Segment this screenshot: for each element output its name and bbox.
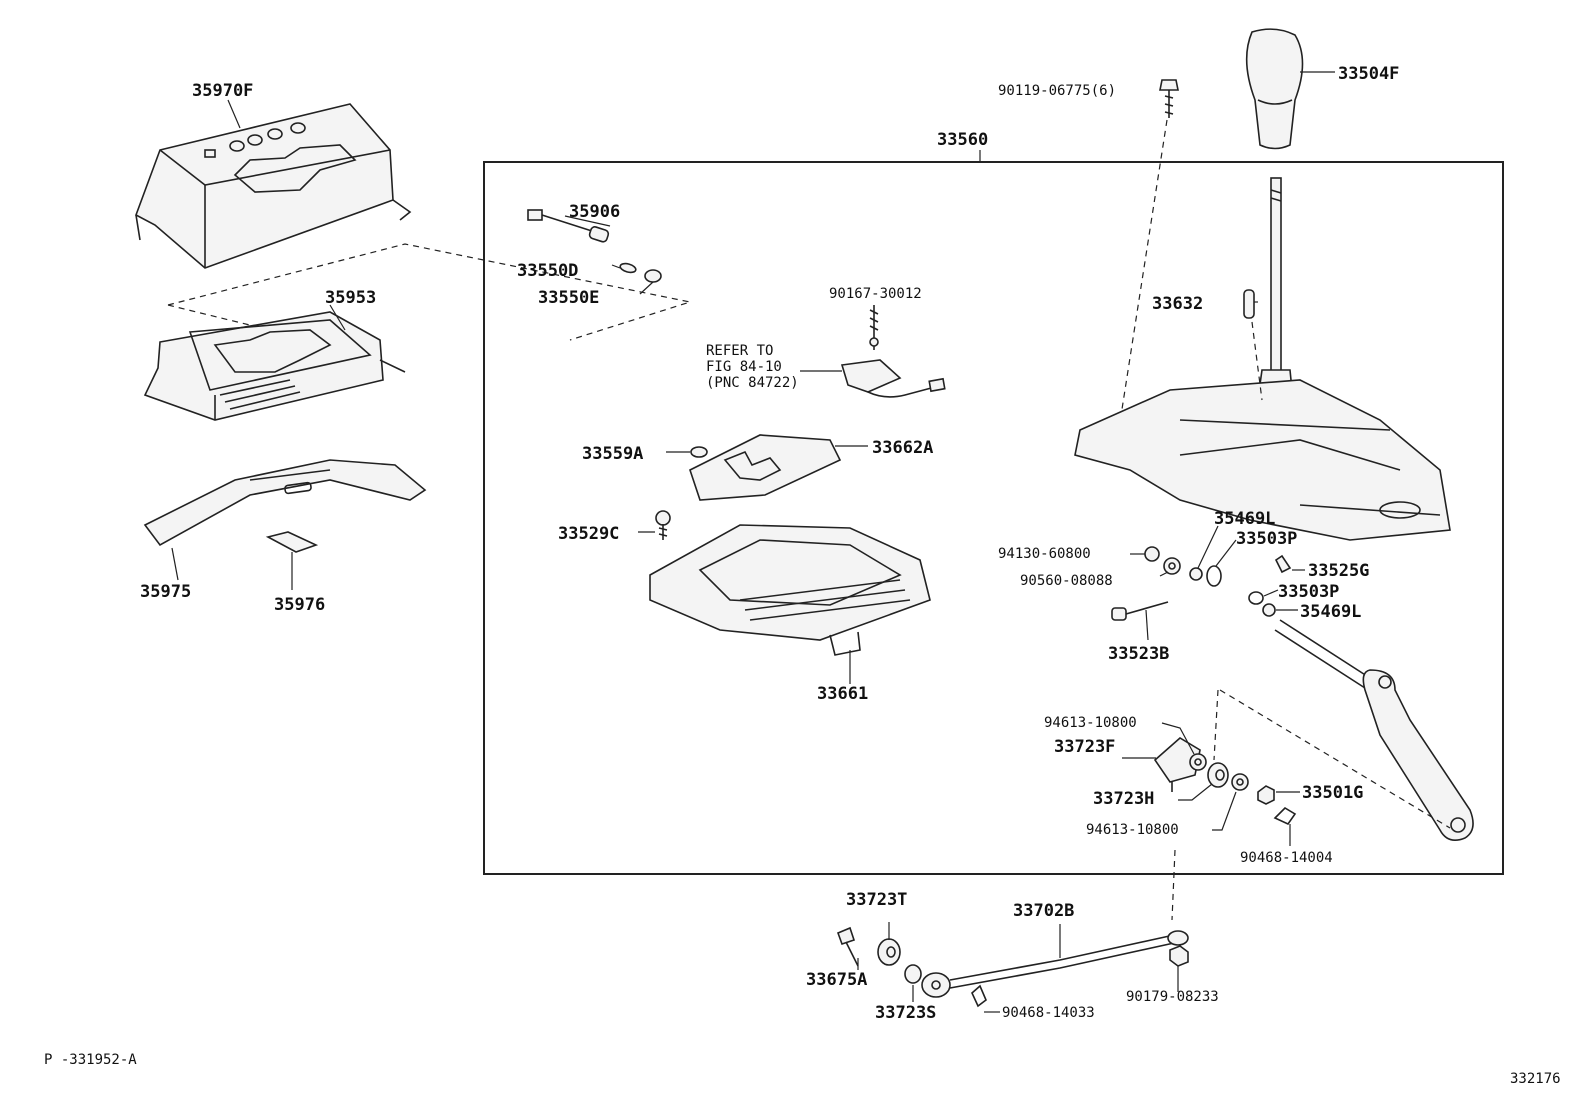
label-90179: 90179-08233 [1126, 989, 1219, 1005]
label-33723T: 33723T [846, 890, 907, 910]
part-33523B-pin [1111, 601, 1169, 641]
part-33503P-upper-ring [1206, 539, 1237, 587]
label-90167: 90167-30012 [829, 286, 922, 302]
part-33662A-gate-plate [689, 434, 868, 501]
label-33560: 33560 [937, 130, 988, 150]
label-94613-upper: 94613-10800 [1044, 715, 1137, 731]
part-33675A-bolt [836, 926, 859, 970]
part-35469L-upper-washer [1189, 525, 1219, 581]
label-refer-3: (PNC 84722) [706, 375, 799, 391]
part-33525G-clip [1274, 554, 1305, 574]
label-33723H: 33723H [1093, 789, 1154, 809]
label-33550D: 33550D [517, 261, 578, 281]
part-33550E-cap [639, 269, 662, 295]
part-94130-nut [1130, 546, 1160, 562]
part-33559A-clip [666, 446, 708, 458]
label-33525G: 33525G [1308, 561, 1369, 581]
part-35970F-indicator-housing [135, 99, 412, 269]
dashed-leader-arm [1219, 689, 1451, 829]
dashed-leader-90119 [1119, 119, 1168, 423]
part-90167-screw [869, 305, 879, 350]
part-90468-14004-clip [1273, 806, 1297, 846]
footer-right-code: 332176 [1510, 1071, 1561, 1087]
label-35975: 35975 [140, 582, 191, 602]
dashed-reference-outline [167, 243, 693, 341]
label-35970F: 35970F [192, 81, 253, 101]
label-33559A: 33559A [582, 444, 643, 464]
label-33723F: 33723F [1054, 737, 1115, 757]
part-94613-upper-washer [1161, 722, 1207, 771]
part-33550D-bulb [611, 262, 637, 274]
label-33632: 33632 [1152, 294, 1203, 314]
part-33632-pin [1243, 289, 1255, 319]
part-33504F-knob [1245, 28, 1335, 150]
label-refer-2: FIG 84-10 [706, 359, 782, 375]
label-33529C: 33529C [558, 524, 619, 544]
label-33702B: 33702B [1013, 901, 1074, 921]
label-90468-14004: 90468-14004 [1240, 850, 1333, 866]
label-94130: 94130-60800 [998, 546, 1091, 562]
part-35975-trim [143, 459, 427, 581]
part-33661-housing [649, 524, 931, 684]
part-90119-bolt [1159, 79, 1179, 118]
part-33723F-bracket [1122, 737, 1201, 792]
part-shift-lever-base [1074, 177, 1451, 541]
part-90560-washer [1159, 557, 1181, 577]
assembly-frame-33560 [483, 161, 1504, 875]
label-refer-1: REFER TO [706, 343, 773, 359]
label-33503P-upper: 33503P [1236, 529, 1297, 549]
label-33523B: 33523B [1108, 644, 1169, 664]
label-94613-lower: 94613-10800 [1086, 822, 1179, 838]
label-90119: 90119-06775(6) [998, 83, 1116, 99]
label-33662A: 33662A [872, 438, 933, 458]
part-33501G-nut [1257, 785, 1300, 805]
part-33529C-bolt [638, 510, 671, 540]
part-35953-bezel [143, 304, 406, 421]
label-90560: 90560-08088 [1020, 573, 1113, 589]
part-90468-14033-clip [971, 984, 1000, 1013]
label-35953: 35953 [325, 288, 376, 308]
part-shift-arm [1274, 619, 1474, 841]
part-90179-08233-nut [1169, 945, 1189, 992]
label-35976: 35976 [274, 595, 325, 615]
label-35469L-upper: 35469L [1214, 509, 1275, 529]
label-33675A: 33675A [806, 970, 867, 990]
part-33503P-lower-ring [1248, 589, 1279, 605]
part-33723T-bushing [877, 922, 901, 966]
part-33723H-bushing [1178, 762, 1229, 801]
label-33503P-lower: 33503P [1278, 582, 1339, 602]
part-94613-lower-washer [1212, 773, 1249, 831]
label-33661: 33661 [817, 684, 868, 704]
part-35906-socket [527, 209, 611, 243]
label-33501G: 33501G [1302, 783, 1363, 803]
footer-left-code: P -331952-A [44, 1052, 137, 1068]
label-33550E: 33550E [538, 288, 599, 308]
label-33723S: 33723S [875, 1003, 936, 1023]
part-33723S-collar [904, 964, 922, 1002]
label-33504F: 33504F [1338, 64, 1399, 84]
label-90468-14033: 90468-14033 [1002, 1005, 1095, 1021]
label-35469L-lower: 35469L [1300, 602, 1361, 622]
part-35469L-lower-washer [1262, 603, 1298, 617]
part-35976-clip [265, 531, 319, 590]
label-35906: 35906 [569, 202, 620, 222]
part-33702B-rod [921, 924, 1189, 998]
part-illumination-module [800, 359, 946, 398]
